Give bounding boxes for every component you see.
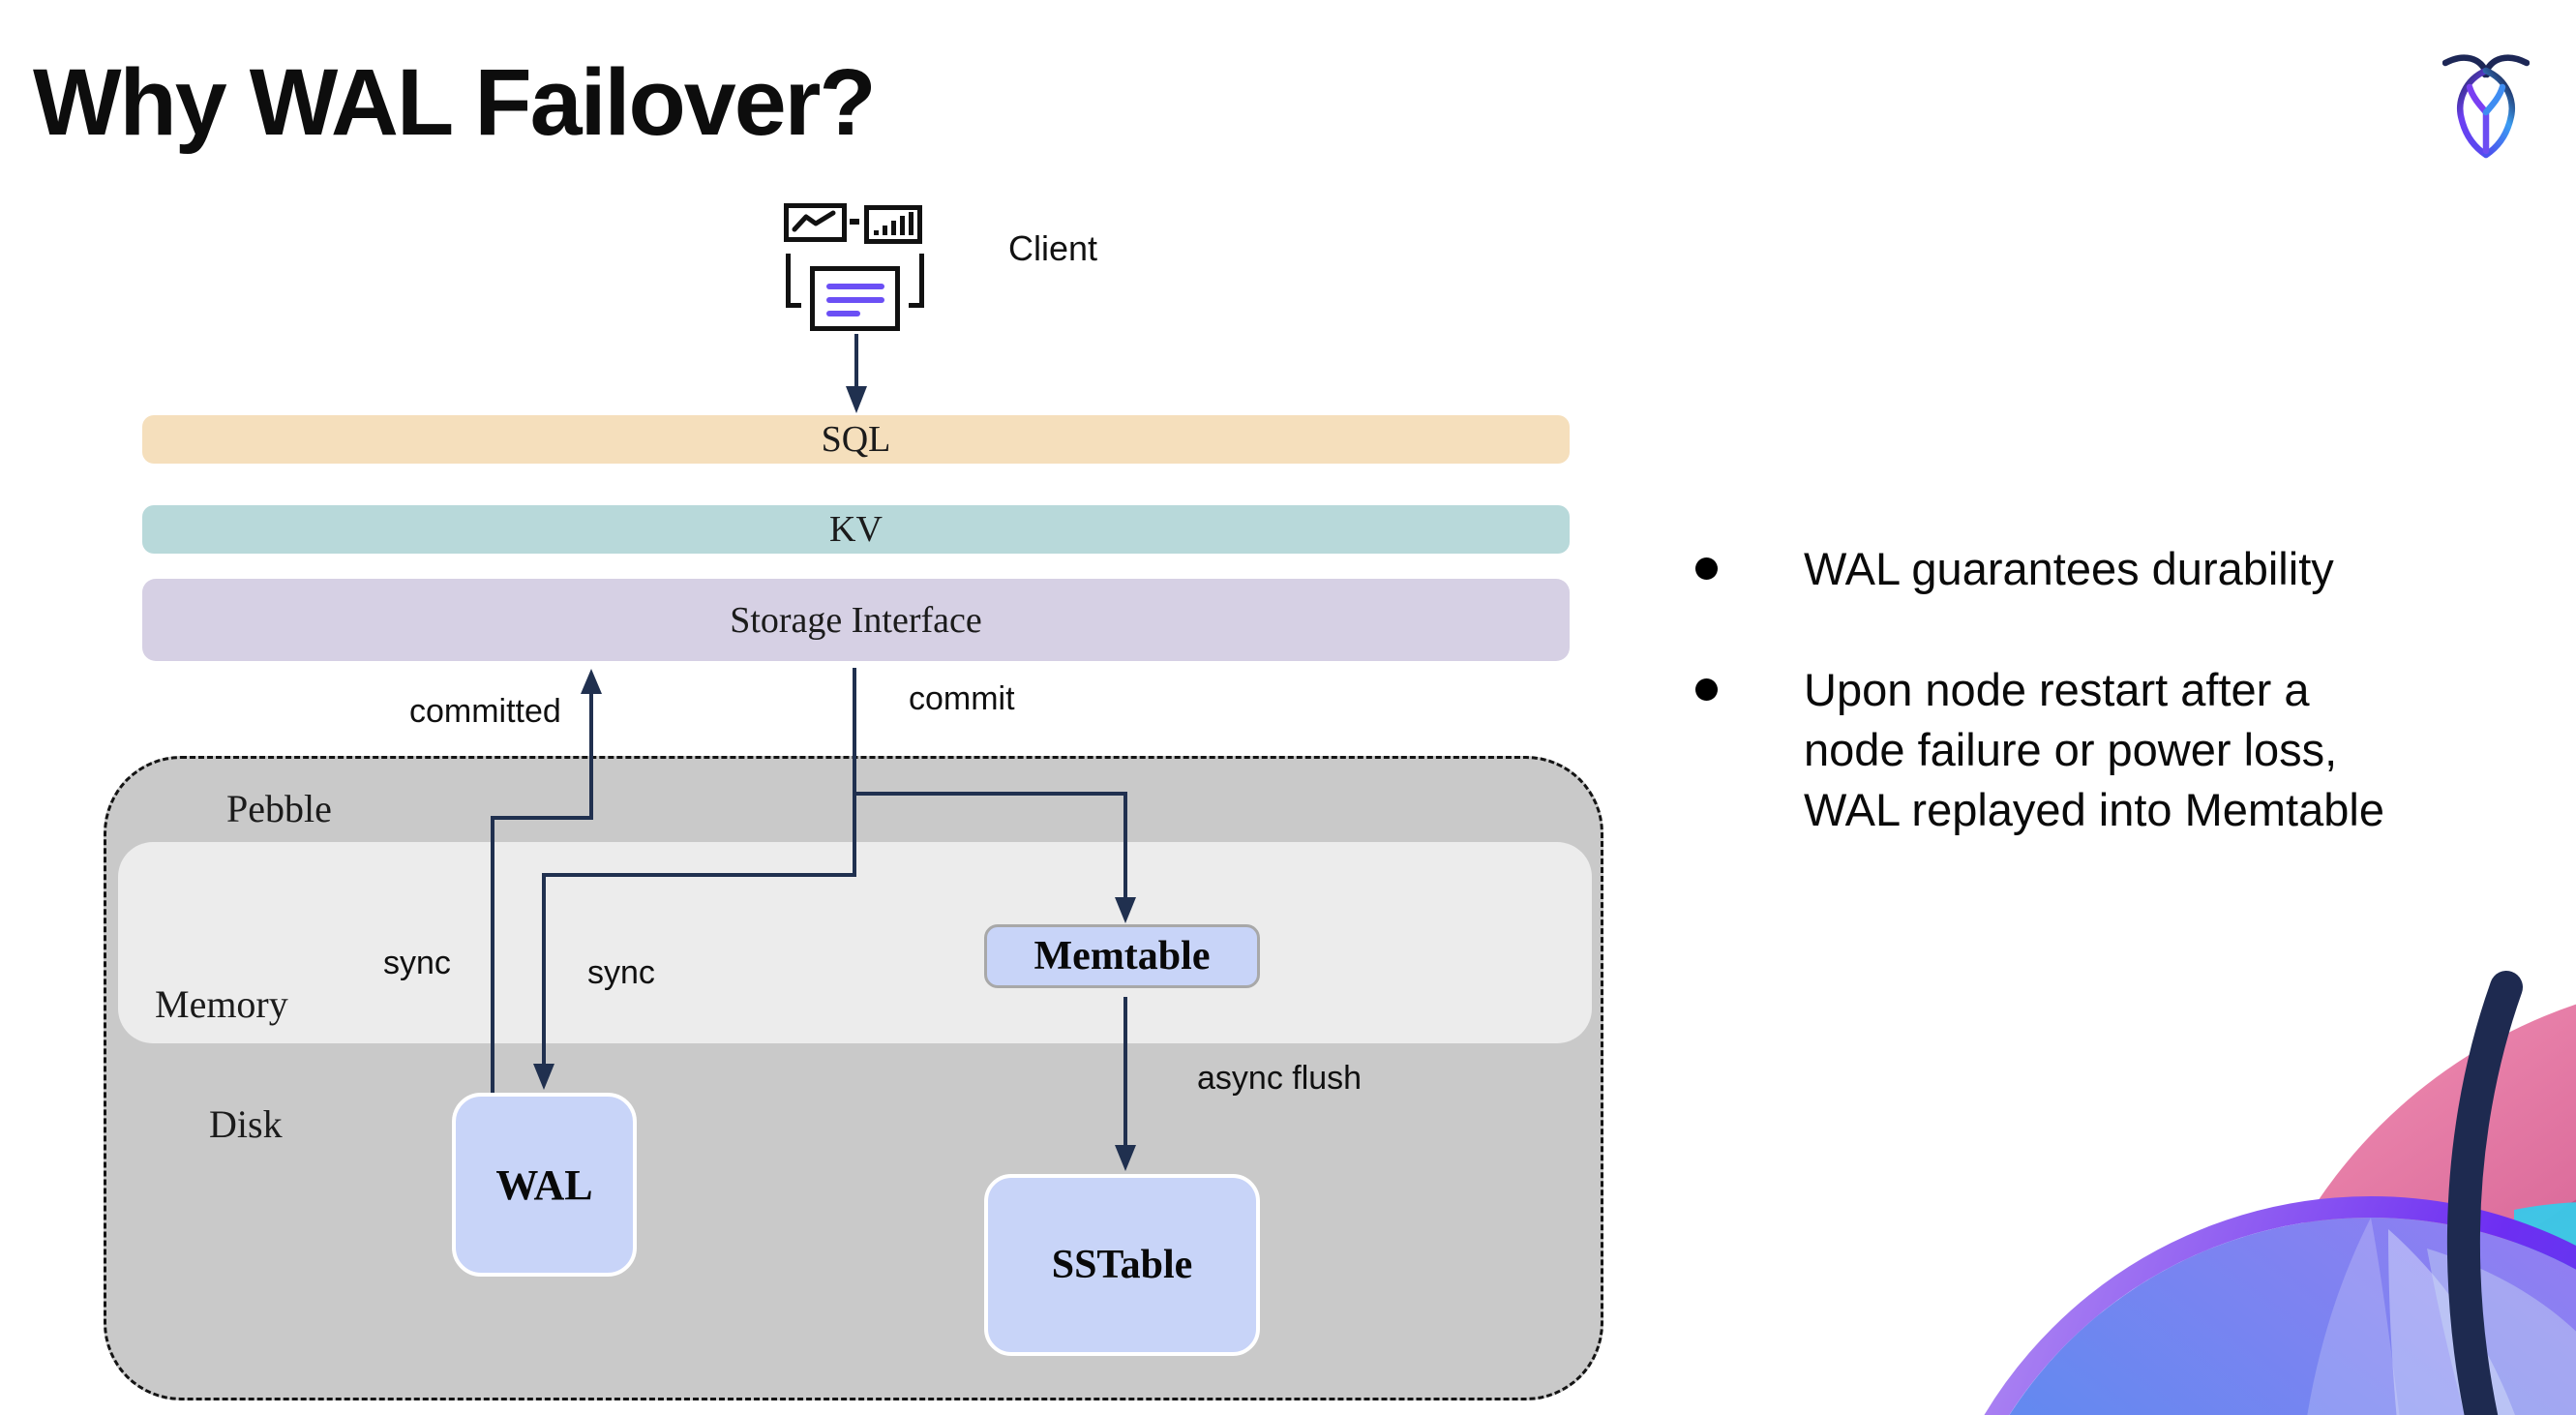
bullet-dot xyxy=(1695,557,1718,580)
sql-layer-label: SQL xyxy=(821,419,891,460)
bullet-line: WAL replayed into Memtable xyxy=(1804,784,2384,835)
memtable-node: Memtable xyxy=(984,924,1260,988)
memory-label: Memory xyxy=(155,982,288,1026)
sync-label-inner: sync xyxy=(587,954,655,991)
wal-node: WAL xyxy=(452,1093,637,1277)
bullet-text: Upon node restart after a node failure o… xyxy=(1804,660,2384,840)
sync-label-outer: sync xyxy=(383,945,451,981)
async-flush-label: async flush xyxy=(1197,1060,1363,1097)
left-bracket-foot xyxy=(786,303,801,308)
right-bracket-foot xyxy=(909,303,924,308)
arrowhead-into-storage xyxy=(581,669,602,694)
sql-layer-bar: SQL xyxy=(142,415,1570,464)
kv-layer-bar: KV xyxy=(142,505,1570,554)
committed-label: committed xyxy=(409,693,561,730)
bar-chart-icon xyxy=(864,205,922,244)
storage-interface-label: Storage Interface xyxy=(730,599,982,641)
disk-label: Disk xyxy=(209,1102,283,1146)
monitor-icon xyxy=(810,266,900,331)
kv-layer-label: KV xyxy=(829,509,883,550)
sstable-node-label: SSTable xyxy=(1051,1243,1193,1287)
cockroachdb-logo-icon xyxy=(2442,54,2530,159)
bullet-line: WAL guarantees durability xyxy=(1804,543,2334,594)
bullet-item: WAL guarantees durability xyxy=(1695,539,2334,599)
dash-connector xyxy=(850,219,859,225)
right-bracket xyxy=(919,254,924,308)
memtable-node-label: Memtable xyxy=(1033,934,1211,978)
pebble-label: Pebble xyxy=(226,787,332,830)
left-bracket xyxy=(786,254,791,308)
client-label: Client xyxy=(1008,228,1098,268)
bullet-text: WAL guarantees durability xyxy=(1804,539,2334,599)
wal-node-label: WAL xyxy=(495,1160,593,1209)
sstable-node: SSTable xyxy=(984,1174,1260,1356)
bullet-item: Upon node restart after a node failure o… xyxy=(1695,660,2384,840)
memory-band xyxy=(118,842,1592,1043)
cockroachdb-brand-art xyxy=(1984,971,2576,1415)
storage-interface-bar: Storage Interface xyxy=(142,579,1570,661)
arrowhead-into-sql xyxy=(846,386,867,413)
slide-title: Why WAL Failover? xyxy=(33,49,877,155)
commit-label: commit xyxy=(909,680,1015,717)
bullet-line: node failure or power loss, xyxy=(1804,724,2338,775)
line-chart-icon xyxy=(784,203,847,242)
bullet-line: Upon node restart after a xyxy=(1804,664,2310,715)
bullet-dot xyxy=(1695,678,1718,701)
